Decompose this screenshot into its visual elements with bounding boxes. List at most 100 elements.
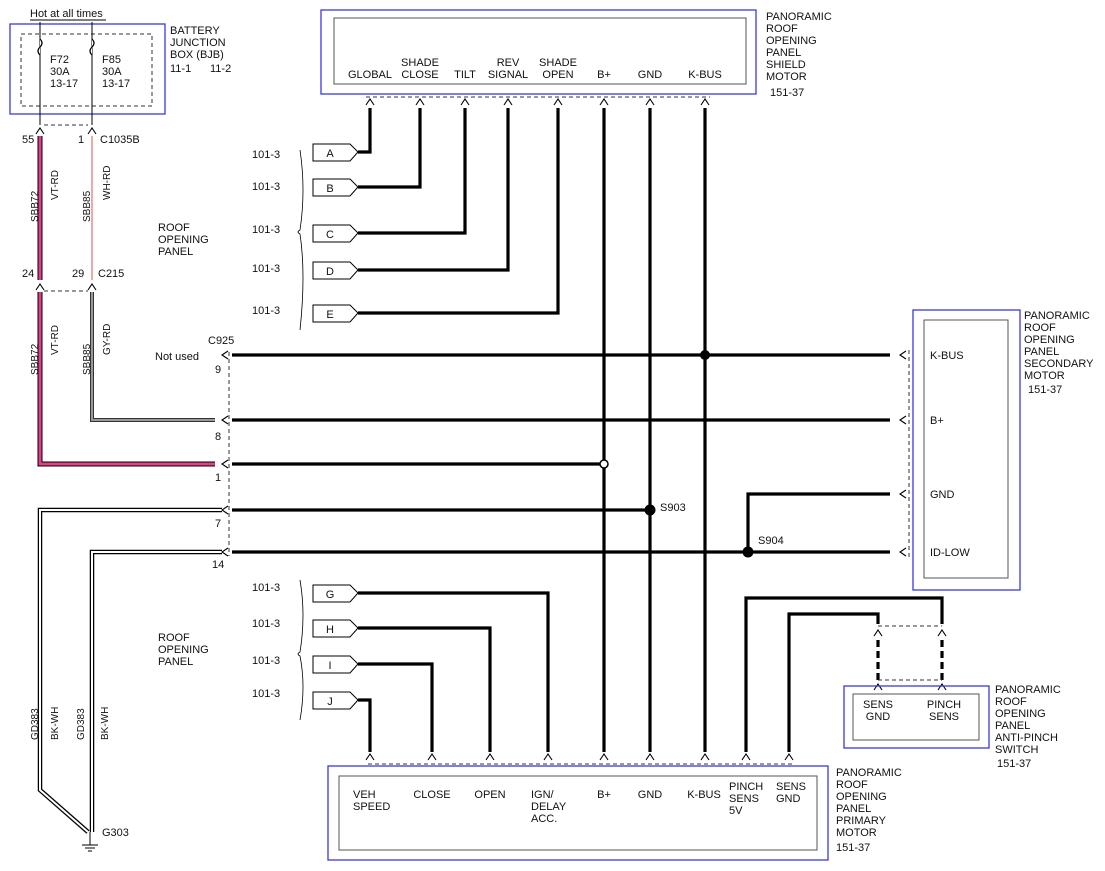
shield-pin-shadeopen-2: OPEN xyxy=(542,69,573,81)
offpage-lower: 101-3 G 101-3 H 101-3 I 101-3 J xyxy=(252,579,359,721)
primary-title-1: PANORAMIC xyxy=(836,767,902,779)
wire-close xyxy=(358,662,434,752)
secondary-pin-kbus: K-BUS xyxy=(930,350,964,362)
primary-pin-pinch-3: 5V xyxy=(729,805,743,817)
wire-sbb85-lower-circuit: SBB85 xyxy=(82,343,93,375)
primary-pin-sensgnd-1: SENS xyxy=(776,781,806,793)
c925-pin-8: 8 xyxy=(215,431,221,443)
antipinch-title-3: OPENING xyxy=(995,708,1046,720)
roof-panel-upper-3: PANEL xyxy=(158,246,193,258)
shield-pin-gnd-2: GND xyxy=(638,69,663,81)
secondary-pin-symbols xyxy=(899,350,907,557)
antipinch-ref: 151-37 xyxy=(997,758,1031,770)
c215-pin-a: 24 xyxy=(22,268,34,280)
fuse-f85-name: F85 xyxy=(102,54,121,66)
primary-ref: 151-37 xyxy=(836,842,870,854)
bjb-page-1: 11-1 xyxy=(170,63,191,75)
primary-pin-ign-1: IGN/ xyxy=(531,789,555,801)
primary-pin-pinch-2: SENS xyxy=(729,793,759,805)
wire-shade-open xyxy=(358,108,560,315)
fuse-f72-rating: 30A xyxy=(50,66,70,78)
wire-global xyxy=(358,108,372,154)
shield-pin-shadeclose-1: SHADE xyxy=(401,57,439,69)
offpage-a-letter: A xyxy=(326,148,334,160)
horizontal-buses: S903 S904 xyxy=(232,350,890,558)
antipinch-title-4: PANEL xyxy=(995,720,1030,732)
offpage-b-ref: 101-3 xyxy=(252,181,280,193)
wire-sbb72-lower-outline xyxy=(37,292,215,467)
offpage-upper: 101-3 A 101-3 B 101-3 C 101-3 D 101-3 E xyxy=(252,143,359,331)
shield-pin-symbols xyxy=(365,98,710,106)
shield-pin-global-2: GLOBAL xyxy=(348,69,392,81)
antipinch-title-2: ROOF xyxy=(995,696,1027,708)
shield-motor-outer-border xyxy=(320,9,757,95)
antipinch-title-5: ANTI-PINCH xyxy=(995,732,1058,744)
upper-power-wires: SBB72 VT-RD SBB85 WH-RD xyxy=(30,136,113,280)
secondary-motor-inner-border xyxy=(923,319,1009,579)
secondary-pin-idlow: ID-LOW xyxy=(930,547,970,559)
vertical-buses xyxy=(602,108,707,752)
secondary-ref: 151-37 xyxy=(1028,384,1062,396)
wire-gd383-b-circuit: GD383 xyxy=(76,708,87,740)
shield-pin-kbus-2: K-BUS xyxy=(688,69,722,81)
offpage-e-letter: E xyxy=(326,309,333,321)
offpage-c-box xyxy=(312,224,359,243)
antipinch-pin-symbols-bottom xyxy=(873,683,947,691)
antipinch-pin-sensgnd-2: GND xyxy=(866,711,891,723)
secondary-title-5: SECONDARY xyxy=(1024,358,1094,370)
antipinch-title-6: SWITCH xyxy=(995,744,1038,756)
splice-s904-label: S904 xyxy=(758,535,784,547)
shield-ref: 151-37 xyxy=(770,87,804,99)
c1035b-name: C1035B xyxy=(100,134,140,146)
c215-name: C215 xyxy=(98,268,124,280)
wire-sbb85-lower-color: GY-RD xyxy=(102,324,113,355)
roof-panel-upper-1: ROOF xyxy=(158,222,190,234)
shield-motor-inner-border xyxy=(333,17,747,85)
offpage-h-letter: H xyxy=(326,624,334,636)
offpage-i-ref: 101-3 xyxy=(252,655,280,667)
wire-ign-delay xyxy=(358,591,550,752)
c215-pin-symbols xyxy=(35,283,97,291)
antipinch-pin-sensgnd-1: SENS xyxy=(863,699,893,711)
connector-c1035b: 55 1 C1035B xyxy=(22,124,140,146)
wire-pinch-sens-5v xyxy=(744,596,944,752)
c925-pin-7: 7 xyxy=(215,518,221,530)
junction-kbus xyxy=(700,350,710,360)
wire-veh-speed xyxy=(358,698,372,752)
wire-sbb72-lower-circuit: SBB72 xyxy=(30,343,41,375)
antipinch-pin-symbols-top xyxy=(873,629,947,637)
primary-pin-close: CLOSE xyxy=(413,789,450,801)
bjb-inner-dashed xyxy=(20,33,153,107)
primary-pin-gnd: GND xyxy=(638,789,663,801)
offpage-a-box xyxy=(312,143,359,162)
wire-gd383-a xyxy=(39,509,222,833)
primary-title-4: PANEL xyxy=(836,803,871,815)
offpage-a-ref: 101-3 xyxy=(252,149,280,161)
wire-gd383-b xyxy=(91,551,222,832)
primary-pin-bplus: B+ xyxy=(597,789,611,801)
offpage-c-ref: 101-3 xyxy=(252,224,280,236)
wire-sens-gnd xyxy=(787,612,880,752)
roof-panel-lower-1: ROOF xyxy=(158,632,190,644)
primary-title-6: MOTOR xyxy=(836,827,877,839)
wire-sbb85-upper-circuit: SBB85 xyxy=(82,190,93,222)
offpage-lower-brace xyxy=(297,579,304,721)
offpage-h-box xyxy=(312,619,359,638)
c925-pin-1: 1 xyxy=(215,472,221,484)
secondary-motor: K-BUS B+ GND ID-LOW PANORAMIC ROOF OPENI… xyxy=(899,309,1094,591)
shield-pin-revsignal-2: SIGNAL xyxy=(488,69,528,81)
c925-pin-14: 14 xyxy=(212,559,224,571)
c925-not-used: Not used xyxy=(155,351,199,363)
roof-panel-lower-2: OPENING xyxy=(158,644,209,656)
offpage-d-ref: 101-3 xyxy=(252,263,280,275)
primary-title-5: PRIMARY xyxy=(836,815,887,827)
wire-gd383-b-outline xyxy=(89,549,222,832)
offpage-j-letter: J xyxy=(327,696,333,708)
primary-pin-symbols xyxy=(365,753,794,761)
shield-pin-bplus-2: B+ xyxy=(597,69,611,81)
c215-pin-b: 29 xyxy=(72,268,84,280)
c1035b-pin-symbols xyxy=(35,127,97,135)
hot-at-all-times-label: Hot at all times xyxy=(30,8,103,20)
offpage-b-letter: B xyxy=(326,183,333,195)
primary-motor-inner-border xyxy=(338,775,818,851)
